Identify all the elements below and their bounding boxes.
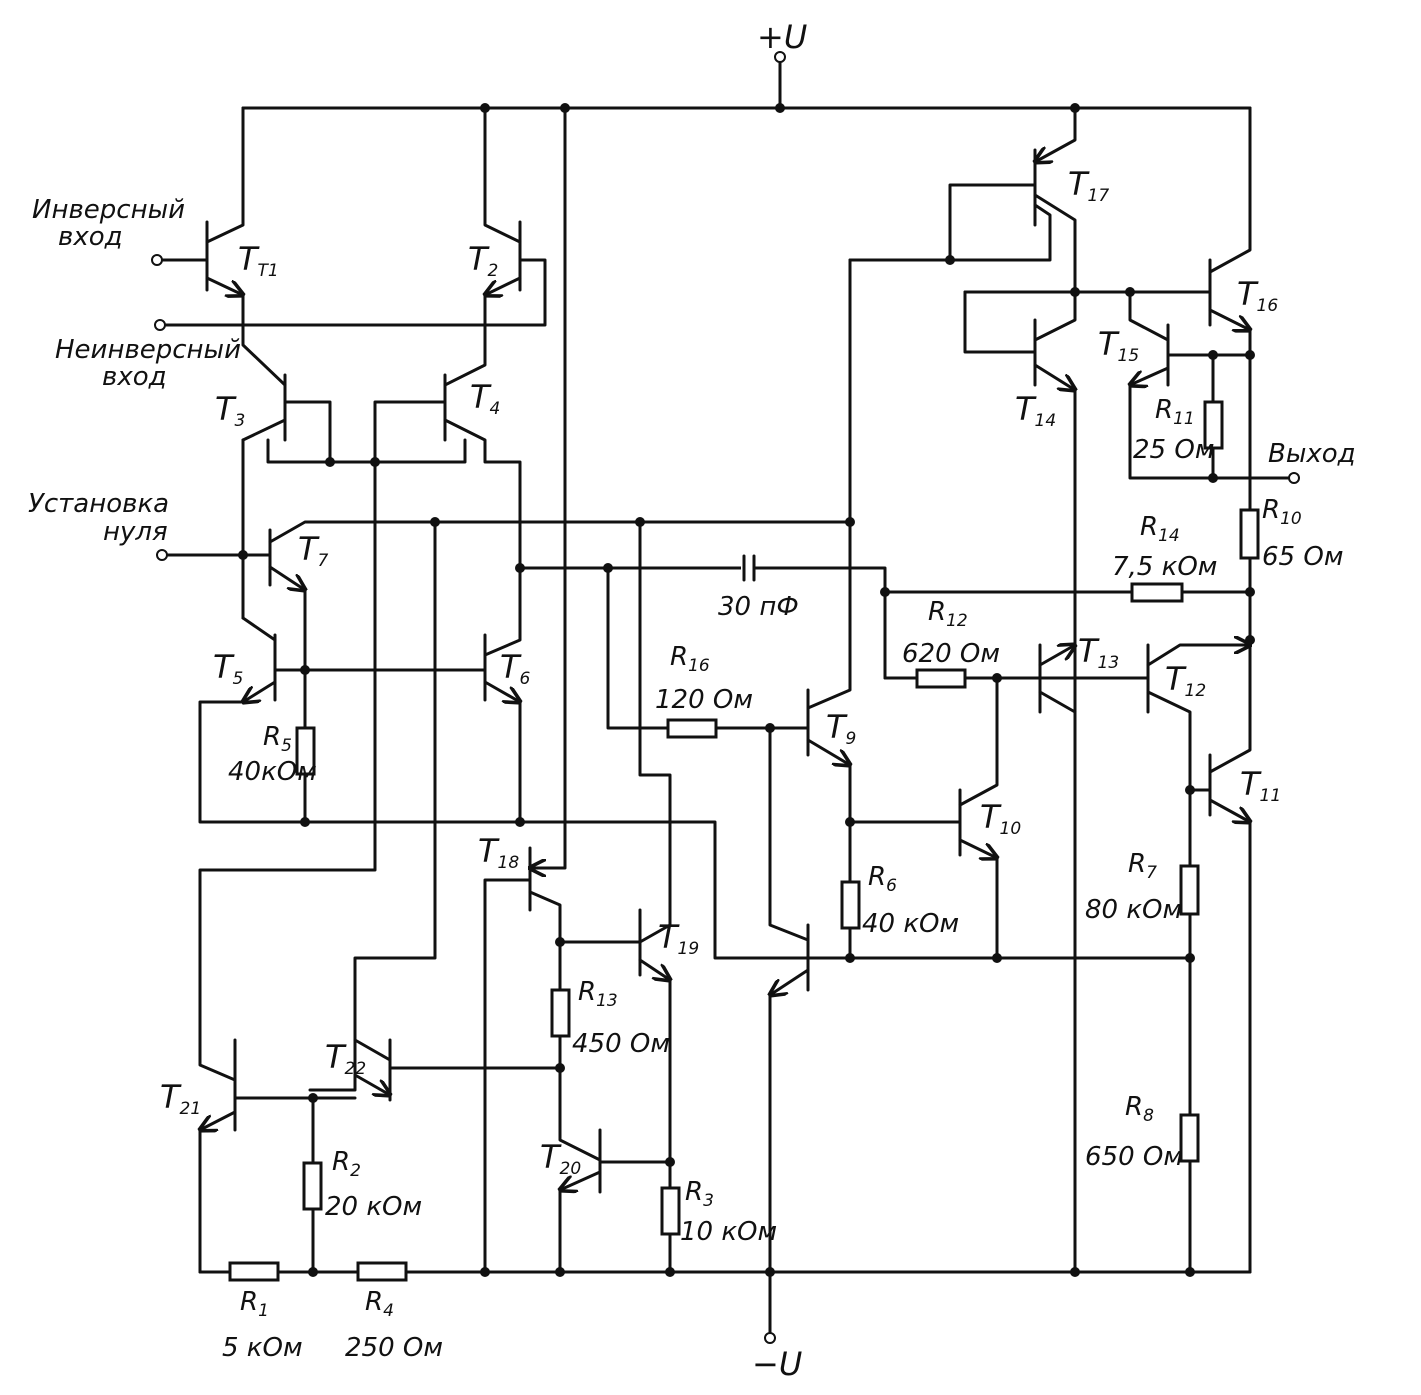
label-t18: T18: [478, 832, 519, 873]
transistor-labels: TT1 T2 T3 T4 T5 T6 T7 T9 T10 T11 T12 T13…: [160, 165, 1281, 1179]
offset-label-1: Установка: [28, 489, 169, 519]
value-r10: 65 Ом: [1262, 542, 1343, 572]
resistor-r4: [356, 1261, 408, 1282]
label-t2: T2: [468, 240, 498, 281]
label-r12: R12: [928, 597, 968, 631]
resistor-r14: [1130, 582, 1184, 603]
label-t17: T17: [1068, 165, 1109, 206]
label-r6: R6: [868, 862, 897, 896]
resistor-r5: [295, 726, 316, 776]
inverting-input-label-1: Инверсный: [32, 195, 185, 225]
value-r13: 450 Ом: [572, 1029, 670, 1059]
label-t3: T3: [215, 390, 245, 431]
output-label: Выход: [1268, 439, 1356, 469]
label-r16: R16: [670, 642, 710, 676]
label-t19: T19: [658, 918, 699, 959]
label-t12: T12: [1165, 660, 1206, 701]
resistor-r12: [915, 668, 967, 689]
label-t14: T14: [1015, 390, 1056, 431]
label-r14: R14: [1140, 512, 1180, 546]
label-r10: R10: [1262, 495, 1302, 529]
label-t13: T13: [1078, 632, 1119, 673]
value-r7: 80 кОм: [1085, 895, 1182, 925]
value-r5: 40кОм: [228, 757, 317, 787]
value-r3: 10 кОм: [680, 1217, 777, 1247]
inverting-input-terminal[interactable]: [151, 254, 163, 266]
output-stage: [948, 106, 1292, 1274]
value-r16: 120 Ом: [655, 685, 753, 715]
resistor-r16: [666, 718, 718, 739]
value-r11: 25 Ом: [1133, 435, 1214, 465]
non-inverting-input-label-1: Неинверсный: [55, 335, 241, 365]
value-r1: 5 кОм: [222, 1333, 303, 1363]
minus-supply-terminal[interactable]: [764, 1332, 776, 1344]
resistor-r2: [302, 1161, 323, 1211]
output-terminal[interactable]: [1288, 472, 1300, 484]
value-r14: 7,5 кОм: [1112, 552, 1217, 582]
resistor-r13: [550, 988, 571, 1038]
label-r8: R8: [1125, 1092, 1154, 1126]
label-t4: T4: [470, 378, 500, 419]
resistor-r10: [1239, 508, 1260, 560]
non-inverting-input-label-2: вход: [102, 362, 167, 392]
junction-dots: [238, 103, 1255, 1277]
label-t7: T7: [298, 530, 329, 571]
resistor-r1: [228, 1261, 280, 1282]
non-inverting-input-terminal[interactable]: [154, 319, 166, 331]
resistor-r6: [840, 880, 861, 930]
value-r4: 250 Ом: [345, 1333, 443, 1363]
plus-supply-terminal[interactable]: [774, 51, 786, 63]
resistor-labels: R1 5 кОм R4 250 Ом R2 20 кОм R3 10 кОм R…: [222, 395, 1343, 1363]
label-t15: T15: [1098, 325, 1139, 366]
label-r13: R13: [578, 977, 618, 1011]
resistor-r7: [1179, 864, 1200, 916]
resistor-r8: [1179, 1113, 1200, 1163]
capacitor-30pf: [741, 554, 756, 583]
label-t21: T21: [160, 1078, 201, 1119]
value-capacitor: 30 пФ: [718, 592, 799, 622]
label-r5: R5: [263, 722, 292, 756]
resistor-r3: [660, 1186, 681, 1236]
label-t6: T6: [500, 648, 531, 689]
value-r8: 650 Ом: [1085, 1142, 1183, 1172]
label-r4: R4: [365, 1287, 394, 1321]
bias-network: [200, 106, 670, 1274]
label-t11: T11: [1240, 765, 1281, 806]
label-t16: T16: [1237, 275, 1278, 316]
offset-label-2: нуля: [103, 517, 168, 547]
value-r2: 20 кОм: [325, 1192, 422, 1222]
label-r3: R3: [685, 1177, 714, 1211]
label-t10: T10: [980, 798, 1021, 839]
resistor-r11: [1203, 400, 1224, 450]
label-r7: R7: [1128, 849, 1157, 883]
label-t1: TT1: [238, 240, 279, 281]
resistors: [228, 400, 1260, 1282]
label-r11: R11: [1155, 395, 1195, 429]
inverting-input-label-2: вход: [58, 222, 123, 252]
value-r12: 620 Ом: [902, 639, 1000, 669]
label-t9: T9: [826, 708, 856, 749]
minus-supply-label: −U: [752, 1345, 802, 1383]
label-t20: T20: [540, 1138, 581, 1179]
label-t5: T5: [213, 648, 243, 689]
label-r2: R2: [332, 1147, 361, 1181]
offset-terminal[interactable]: [156, 549, 168, 561]
label-r1: R1: [240, 1287, 269, 1321]
value-r6: 40 кОм: [862, 909, 959, 939]
plus-supply-label: +U: [757, 18, 807, 56]
